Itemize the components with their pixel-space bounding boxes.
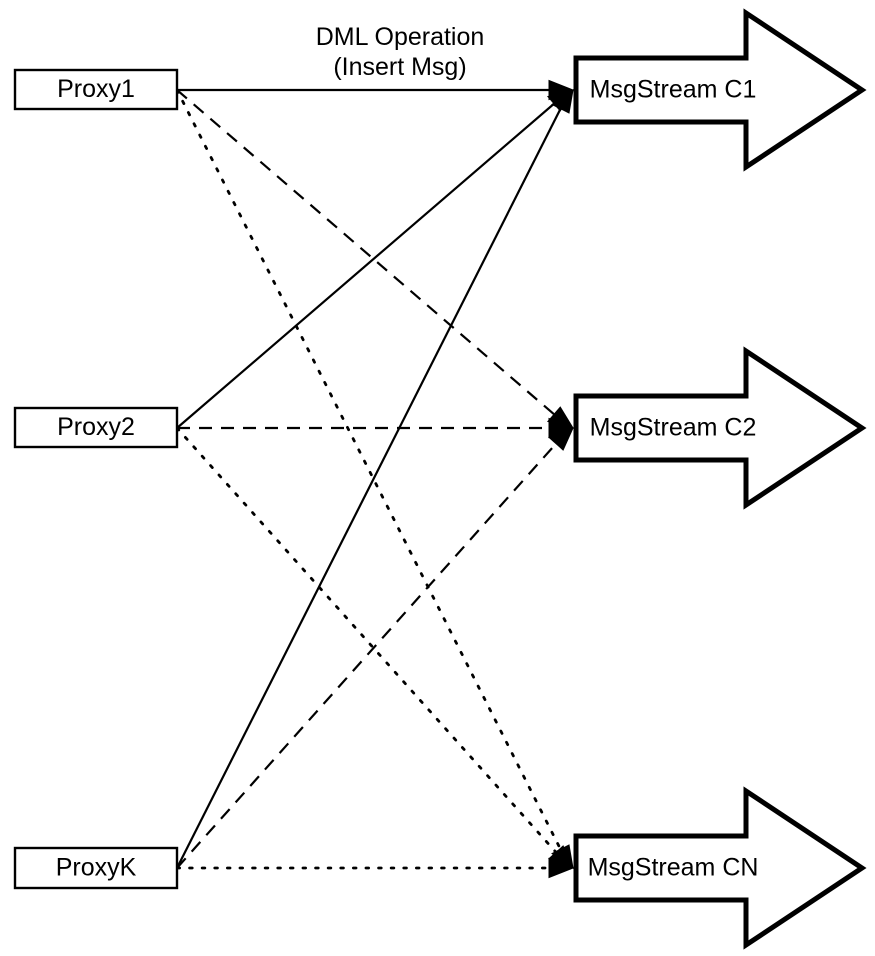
proxy-node-proxy2[interactable]: Proxy2 xyxy=(13,406,179,449)
block-arrow-icon xyxy=(573,8,867,172)
msgstream-node-stream_cn[interactable]: MsgStream CN xyxy=(573,786,867,950)
msgstream-label: MsgStream CN xyxy=(588,854,759,882)
connector-line xyxy=(175,426,572,870)
block-arrow-icon xyxy=(573,786,867,950)
connector-line xyxy=(176,89,571,869)
proxy-box xyxy=(13,68,179,111)
msgstream-node-stream_c1[interactable]: MsgStream C1 xyxy=(573,8,867,172)
arrowhead-icon xyxy=(548,857,575,879)
proxy-label: ProxyK xyxy=(56,854,137,882)
streams-layer: MsgStream C1 MsgStream C2 MsgStream CN xyxy=(573,8,867,950)
edge-caption-line1: DML Operation xyxy=(316,23,485,51)
connector-proxy1-c1 xyxy=(177,79,575,101)
connectors-layer xyxy=(175,79,575,879)
edge-caption-line2: (Insert Msg) xyxy=(333,53,466,81)
connector-proxy2-c2 xyxy=(177,417,575,439)
proxy-label: Proxy1 xyxy=(57,75,135,103)
connector-line xyxy=(176,89,571,429)
proxy-box xyxy=(13,846,179,890)
arrowhead-icon xyxy=(551,88,574,114)
connector-proxyk-cn xyxy=(175,857,575,879)
connector-line xyxy=(176,427,571,869)
connector-proxyk-c2 xyxy=(176,427,574,869)
msgstream-node-stream_c2[interactable]: MsgStream C2 xyxy=(573,346,867,510)
msgstream-label: MsgStream C1 xyxy=(590,76,757,104)
proxy-box xyxy=(13,406,179,449)
connector-proxyk-c1 xyxy=(176,88,574,869)
proxy-node-proxyk[interactable]: ProxyK xyxy=(13,846,179,890)
captions-layer: DML Operation(Insert Msg) xyxy=(316,23,485,81)
proxy-label: Proxy2 xyxy=(57,413,135,441)
arrowhead-icon xyxy=(547,427,574,451)
block-arrow-icon xyxy=(573,346,867,510)
proxy-node-proxy1[interactable]: Proxy1 xyxy=(13,68,179,111)
msgstream-label: MsgStream C2 xyxy=(590,414,757,442)
